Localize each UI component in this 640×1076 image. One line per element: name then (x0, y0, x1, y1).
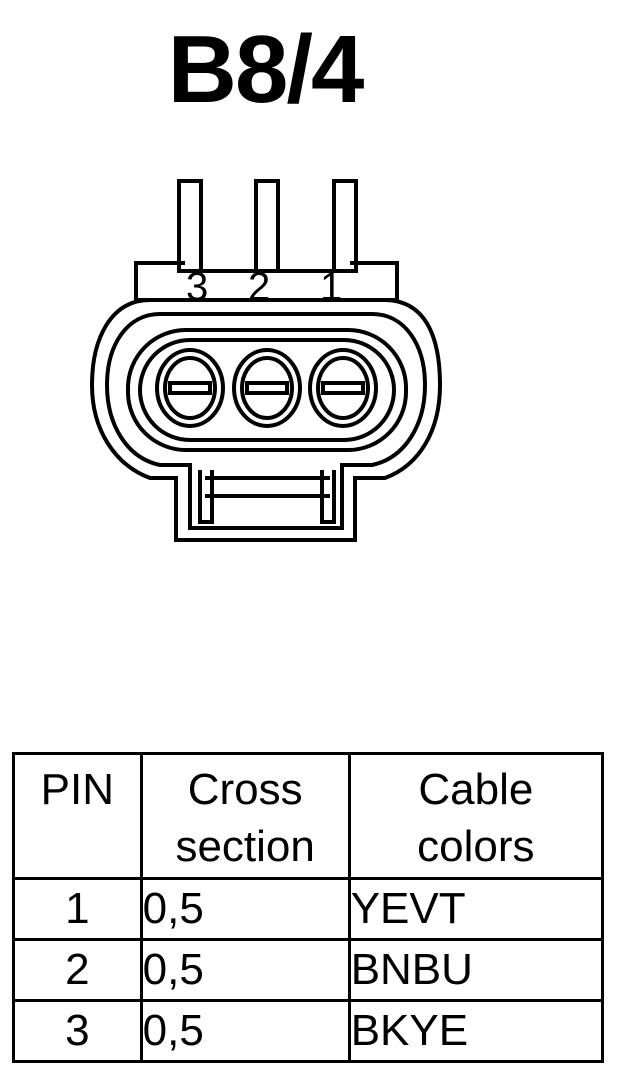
connector-diagram: 3 2 1 (89, 179, 443, 542)
terminal-pins (177, 179, 358, 273)
pin-socket-1 (308, 348, 378, 428)
cable-color-value: BKYE (347, 999, 605, 1063)
cross-section-value: 0,5 (139, 938, 351, 1002)
inner-housing (104, 312, 428, 530)
cable-color-value: BNBU (347, 938, 605, 1002)
cross-section-value: 0,5 (139, 877, 351, 941)
pin-number: 3 (12, 999, 143, 1063)
pin-number: 2 (12, 938, 143, 1002)
pin-label-3: 3 (186, 265, 208, 309)
header-cross-section: Cross section (139, 752, 351, 880)
table-row: 3 0,5 BKYE (12, 999, 605, 1063)
pin-number: 1 (12, 877, 143, 941)
header-pin: PIN (12, 752, 143, 880)
pin-table: PIN Cross section Cable colors 1 0,5 YEV… (12, 752, 605, 1063)
pin-cavity (126, 328, 408, 452)
table-row: 2 0,5 BNBU (12, 938, 605, 1002)
connector-title: B8/4 (167, 16, 365, 123)
pin-label-1: 1 (320, 265, 342, 309)
pin-socket-3 (155, 348, 225, 428)
header-cable-colors: Cable colors (347, 752, 605, 880)
pin-table-header: PIN Cross section Cable colors (12, 752, 605, 880)
table-row: 1 0,5 YEVT (12, 877, 605, 941)
latch (198, 470, 336, 524)
cross-section-value: 0,5 (139, 999, 351, 1063)
pin-label-2: 2 (248, 265, 270, 309)
pin-socket-2 (232, 348, 302, 428)
cable-color-value: YEVT (347, 877, 605, 941)
outer-housing (89, 298, 443, 542)
